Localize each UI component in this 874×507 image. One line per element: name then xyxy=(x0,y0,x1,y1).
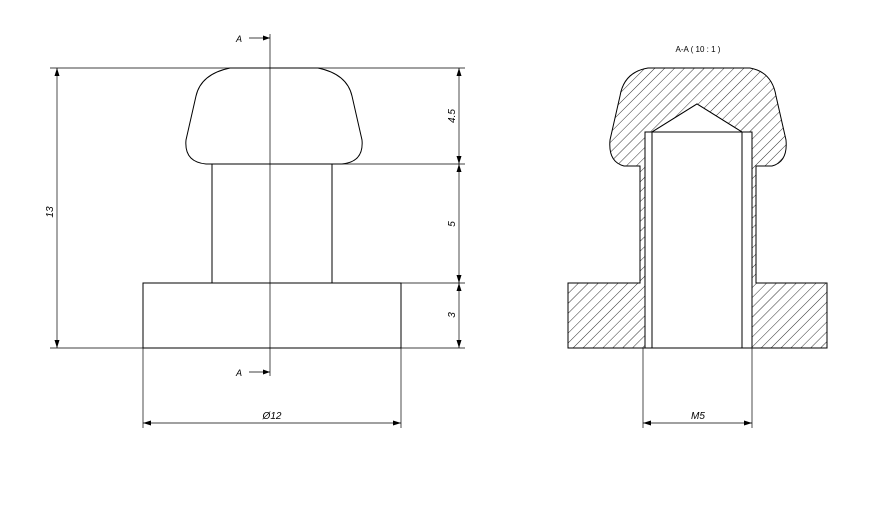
front-view: A A 13 4.5 xyxy=(45,34,465,428)
dimension-diameter: Ø12 xyxy=(143,411,401,426)
section-marker-bottom: A xyxy=(235,368,270,378)
dimension-base-height: 3 xyxy=(447,283,462,348)
neck-outline xyxy=(211,163,333,284)
dim-neck-height-text: 5 xyxy=(447,221,458,227)
dimension-total-height: 13 xyxy=(45,68,60,348)
section-marker-top-label: A xyxy=(235,34,242,44)
section-bore xyxy=(651,103,743,349)
section-marker-bottom-label: A xyxy=(235,368,242,378)
dim-total-height-text: 13 xyxy=(45,206,56,218)
head-outline xyxy=(185,67,363,165)
dim-base-height-text: 3 xyxy=(447,312,458,318)
dim-head-height-text: 4.5 xyxy=(447,109,458,123)
dim-thread-text: M5 xyxy=(691,411,705,422)
dimension-neck-height: 5 xyxy=(447,164,462,283)
section-view: A-A ( 10 : 1 ) M5 xyxy=(567,45,828,428)
section-marker-top: A xyxy=(235,34,270,44)
dim-diameter-text: Ø12 xyxy=(262,411,282,422)
section-title: A-A ( 10 : 1 ) xyxy=(676,45,721,54)
dimension-thread: M5 xyxy=(642,348,753,428)
extension-lines xyxy=(50,67,465,428)
base-outline xyxy=(142,282,402,349)
dimension-head-height: 4.5 xyxy=(447,68,462,164)
